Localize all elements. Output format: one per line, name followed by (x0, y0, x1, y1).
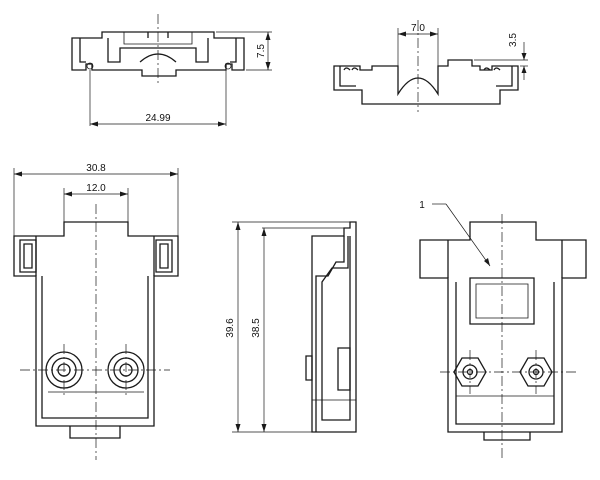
side-view: 39.6 38.5 (225, 221, 357, 433)
dim-label-7-5: 7.5 (256, 44, 267, 58)
top-left-end-view: 24.99 7.5 (71, 14, 272, 127)
top-right-view: 7.0 3.5 (333, 20, 528, 112)
dim-label-7-0: 7.0 (411, 23, 425, 34)
front-view: 30.8 12.0 (13, 163, 179, 460)
dim-label-12-0: 12.0 (86, 183, 106, 194)
dim-label-30-8: 30.8 (86, 163, 106, 174)
dim-label-24-99: 24.99 (145, 113, 170, 124)
back-view: 1 (419, 200, 587, 460)
top-right-outline (333, 59, 519, 105)
back-view-outline (419, 221, 587, 433)
callout-label-1: 1 (419, 200, 425, 211)
dim-label-38-5: 38.5 (251, 318, 262, 338)
dim-label-3-5: 3.5 (508, 33, 519, 47)
label-plate (469, 277, 535, 325)
dim-label-39-6: 39.6 (225, 318, 236, 338)
